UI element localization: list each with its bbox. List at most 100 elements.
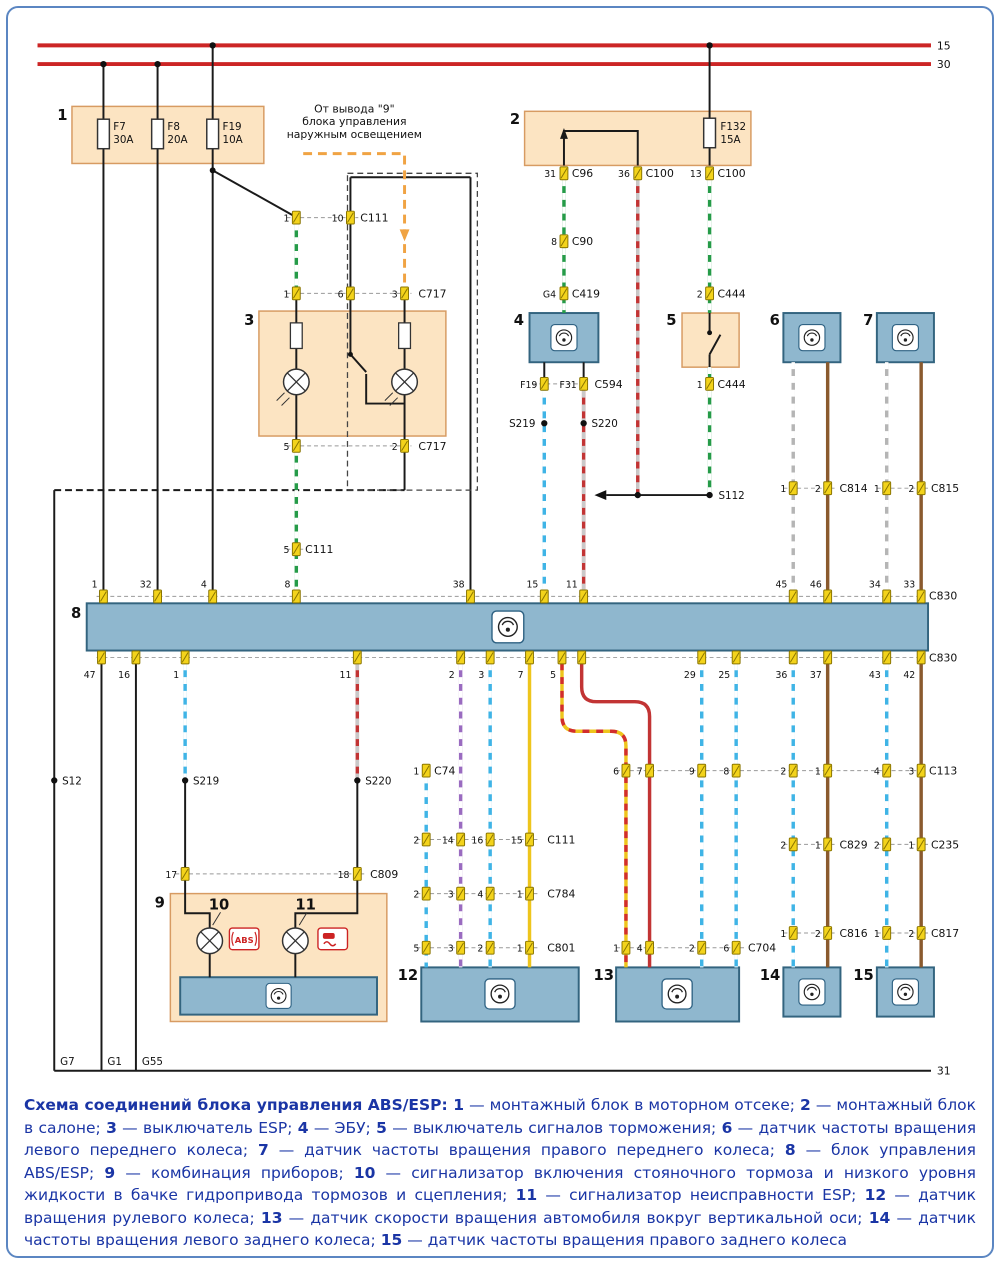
block-13-label: 13 xyxy=(593,967,614,984)
page-frame: 15 30 31 1 2 3 4 5 6 7 8 9 10 11 12 13 1… xyxy=(6,6,994,1258)
pin-icon xyxy=(559,286,569,301)
legend: Схема соединений блока управления ABS/ES… xyxy=(8,1090,992,1256)
s112-dot xyxy=(706,491,713,499)
c801-label: C801 xyxy=(547,942,575,955)
pin-icon xyxy=(697,940,707,955)
c717-top-pin-6: 6 xyxy=(338,289,344,300)
pin-icon xyxy=(456,832,466,847)
abs-unit-icon xyxy=(491,610,525,644)
c594-pin-f31: F31 xyxy=(560,380,577,391)
c111-top-label: C111 xyxy=(360,212,388,225)
c801-pin: 5 xyxy=(413,944,419,955)
green-white-stripes xyxy=(294,179,712,591)
pin-icon xyxy=(99,589,108,604)
pin-icon xyxy=(633,166,643,181)
ecu-connector-icon xyxy=(550,324,578,352)
block2-jumper-arrow-icon xyxy=(560,128,568,139)
red-gray-wires xyxy=(355,179,640,781)
block-7-label: 7 xyxy=(863,312,873,329)
s112-label: S112 xyxy=(718,490,744,502)
pin-icon xyxy=(788,837,798,852)
c74-label: C74 xyxy=(434,765,455,778)
pin-icon xyxy=(731,763,741,778)
c809-pin-17: 17 xyxy=(165,870,177,881)
block-4-label: 4 xyxy=(514,312,524,329)
c817-pin: 1 xyxy=(874,929,880,940)
ground-g55-label: G55 xyxy=(142,1056,163,1068)
pin-icon xyxy=(456,886,466,901)
pin-icon xyxy=(421,886,431,901)
pin-icon xyxy=(485,940,495,955)
c816-pin: 2 xyxy=(815,929,821,940)
c830-top-label: C830 xyxy=(929,589,957,602)
bus-30-label: 30 xyxy=(937,58,951,71)
pin-icon xyxy=(579,376,589,391)
pin-icon xyxy=(421,763,431,778)
c111-mid-pin: 5 xyxy=(283,545,289,556)
pin-icon xyxy=(916,763,926,778)
c814-pin-1: 1 xyxy=(780,484,786,495)
pin-icon xyxy=(97,650,106,665)
esp-switch-lamp-right-icon xyxy=(391,368,419,396)
bus-tap-dot xyxy=(209,42,216,49)
c829-pin: 1 xyxy=(815,840,821,851)
c113-pin: 2 xyxy=(780,767,786,778)
c784-pin: 3 xyxy=(448,890,454,901)
pin-icon xyxy=(291,589,301,604)
c113-pin: 1 xyxy=(815,767,821,778)
s112-dot xyxy=(634,491,641,499)
block-15-label: 15 xyxy=(853,967,874,984)
c830-top-pin: 46 xyxy=(810,580,822,591)
abs-paren-icon xyxy=(231,931,258,946)
bus-tap-dot xyxy=(154,60,161,68)
steering-sensor-icon xyxy=(484,978,516,1010)
c830-bot-pin: 2 xyxy=(449,670,455,681)
pin-icon xyxy=(621,940,631,955)
front-left-sensor-icon xyxy=(798,324,826,352)
pin-icon xyxy=(559,166,569,181)
c815-pin-1: 1 xyxy=(874,484,880,495)
pin-icon xyxy=(705,376,715,391)
c235-label: C235 xyxy=(931,838,959,851)
bus-tap-dot xyxy=(100,60,107,68)
c801-pin: 2 xyxy=(477,944,483,955)
note-line-3: наружным освещением xyxy=(287,128,422,141)
wiring-diagram: 15 30 31 1 2 3 4 5 6 7 8 9 10 11 12 13 1… xyxy=(37,39,959,1078)
pin-icon xyxy=(788,926,798,940)
c235-pin: 2 xyxy=(874,840,880,851)
c830-top-pin: 33 xyxy=(903,580,915,591)
c830-top-pin: 4 xyxy=(201,580,207,591)
pin-icon xyxy=(882,763,892,778)
c830-bot-pin: 47 xyxy=(84,670,96,681)
yellow-red-stripes xyxy=(560,663,628,968)
c100a-label: C100 xyxy=(646,167,674,180)
c113-label: C113 xyxy=(929,765,957,778)
lamp-arrows-icon xyxy=(276,392,399,406)
c111-low-pin: 14 xyxy=(442,835,454,846)
c594-pin-f19: F19 xyxy=(520,380,537,391)
c111-low-pin: 16 xyxy=(471,835,483,846)
block-1-label: 1 xyxy=(57,107,67,124)
yellow-red-can-wire xyxy=(560,663,628,968)
c830-top-pin: 32 xyxy=(140,580,152,591)
esp-car-icon xyxy=(322,932,335,939)
pin-icon xyxy=(466,589,475,604)
cluster-connector-icon xyxy=(265,982,292,1010)
c235-pin: 1 xyxy=(908,840,914,851)
lamp-filament-right-icon xyxy=(398,322,412,350)
s219-dot xyxy=(181,777,189,784)
c111-low-pin: 15 xyxy=(511,835,523,846)
c113-pin: 7 xyxy=(637,767,643,778)
block-2-label: 2 xyxy=(510,111,520,128)
fuse-f8-icon xyxy=(150,118,165,150)
c830-top-pin: 34 xyxy=(869,580,881,591)
c809-label: C809 xyxy=(370,868,398,881)
pin-icon xyxy=(788,589,798,604)
c829-label: C829 xyxy=(839,838,867,851)
c830-bot-pin: 43 xyxy=(869,670,881,681)
pin-icon xyxy=(525,940,534,955)
c704-label: C704 xyxy=(748,942,776,955)
esp-skid-icon xyxy=(323,941,337,947)
black-wires xyxy=(53,45,931,1072)
esp-switch-lamp-left-icon xyxy=(282,368,310,396)
